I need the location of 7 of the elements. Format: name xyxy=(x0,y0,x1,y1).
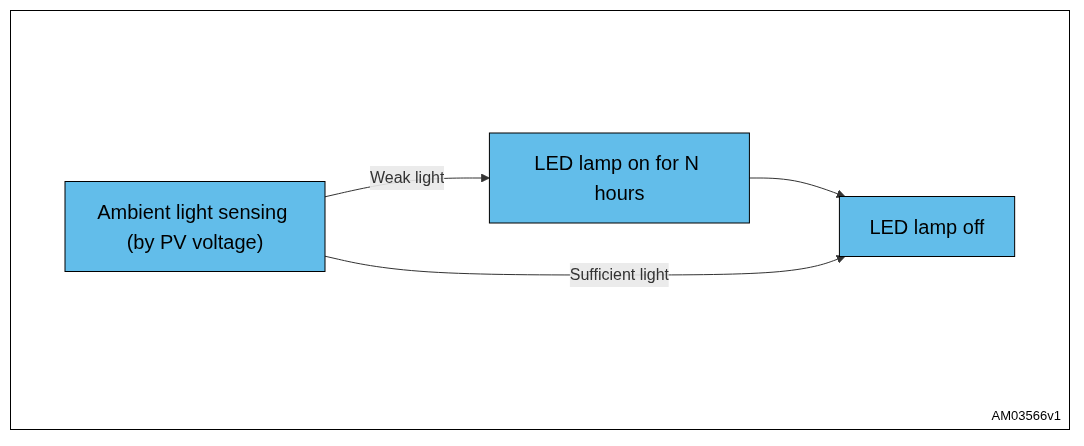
arrow xyxy=(749,177,846,198)
node-box: Ambient light sensing (by PV voltage) xyxy=(64,181,326,272)
figure-code: AM03566v1 xyxy=(991,408,1061,423)
node-box: LED lamp off xyxy=(839,196,1016,257)
edge-label: Sufficient light xyxy=(569,266,670,283)
edge-label: Weak light xyxy=(370,169,445,186)
node-box: LED lamp on for N hours xyxy=(489,132,751,224)
